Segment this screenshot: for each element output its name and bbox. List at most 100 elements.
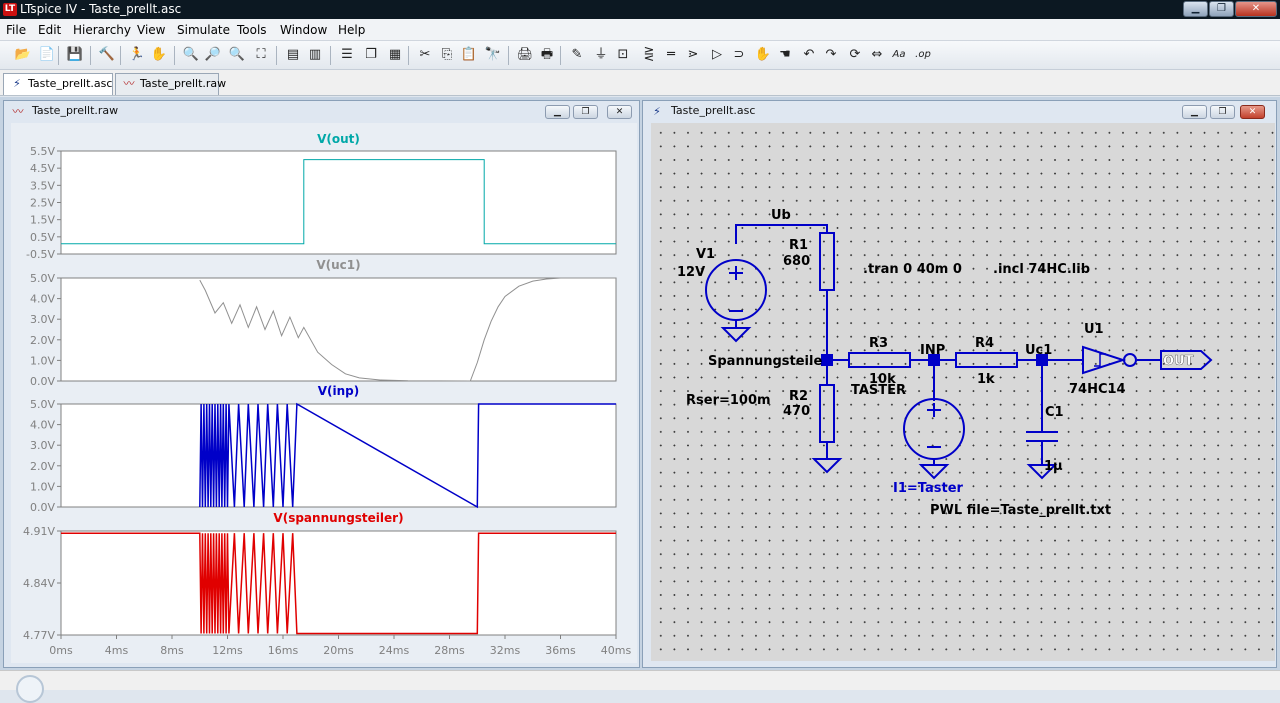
waveform-window-titlebar[interactable]: 〰 Taste_prellt.raw ▁ ❐ ✕ [4, 101, 639, 123]
x-tick-label: 36ms [545, 644, 576, 657]
resistor-r3[interactable] [848, 352, 911, 368]
voltage-source-v1[interactable] [705, 259, 767, 328]
label-r4: R4 [975, 336, 994, 351]
spice-directive-incl[interactable]: .incl 74HC.lib [993, 262, 1090, 277]
net-label-out[interactable] [1160, 350, 1213, 370]
part-u1: 74HC14 [1069, 382, 1126, 397]
x-tick-label: 24ms [379, 644, 410, 657]
menu-tools[interactable]: Tools [237, 23, 267, 37]
menu-view[interactable]: View [137, 23, 166, 37]
label-c1: C1 [1045, 405, 1064, 420]
copy-icon[interactable]: ⎘ [441, 47, 453, 62]
find-icon[interactable]: 🔭 [484, 47, 502, 62]
tab-label: Taste_prellt.asc [28, 77, 113, 90]
pan-icon[interactable]: 🔎 [204, 47, 222, 62]
control-panel-icon[interactable]: 🔨 [98, 47, 116, 62]
restore-button[interactable]: ❐ [573, 105, 598, 119]
toolbar-separator [408, 46, 409, 65]
toolbar-separator [90, 46, 91, 65]
minimize-button[interactable]: ▁ [1182, 105, 1207, 119]
trace-v-uc1[interactable] [199, 277, 616, 382]
menu-edit[interactable]: Edit [38, 23, 62, 37]
run-icon[interactable]: 🏃 [128, 47, 146, 62]
trace-v-spannungsteiler[interactable] [61, 532, 616, 635]
component-icon[interactable]: ⊃ [733, 47, 745, 62]
autorange-icon[interactable]: ▤ [286, 47, 300, 62]
schematic-drawing[interactable]: Ub V1 12V R1 680 .tran 0 40m 0 .incl 74H… [651, 123, 1275, 661]
tile-vertical-icon[interactable]: ▦ [388, 47, 402, 62]
print-setup-icon[interactable]: 🖨 [516, 47, 534, 62]
label-u1: U1 [1084, 322, 1104, 337]
ground-icon[interactable]: ⏚ [594, 47, 608, 62]
resistor-r4[interactable] [955, 352, 1018, 368]
cut-icon[interactable]: ✂ [419, 47, 431, 62]
tab-waveform[interactable]: 〰 Taste_prellt.raw [115, 73, 226, 95]
halt-icon[interactable]: ✋ [150, 47, 168, 62]
mirror-icon[interactable]: ⇔ [871, 47, 883, 62]
maximize-button[interactable]: ❐ [1209, 1, 1234, 17]
inductor-icon[interactable]: ⋗ [687, 47, 699, 62]
redo-icon[interactable]: ↷ [825, 47, 837, 62]
capacitor-icon[interactable]: ═ [667, 47, 675, 62]
diode-icon[interactable]: ▷ [712, 47, 722, 62]
zoom-fit-icon[interactable]: ⛶ [256, 47, 266, 62]
save-icon[interactable]: 💾 [66, 47, 84, 62]
trace-title-v-out[interactable]: V(out) [317, 132, 360, 146]
menu-hierarchy[interactable]: Hierarchy [73, 23, 132, 37]
tile-horizontal-icon[interactable]: ☰ [341, 47, 353, 62]
drag-icon[interactable]: ☚ [779, 47, 791, 62]
spice-directive-icon[interactable]: .op [915, 49, 931, 60]
text-icon[interactable]: Aa [892, 49, 906, 60]
schematic-icon: ⚡ [653, 105, 661, 118]
rotate-icon[interactable]: ⟳ [849, 47, 861, 62]
plot-pane-v-inp[interactable] [60, 403, 617, 508]
close-button[interactable]: ✕ [1240, 105, 1265, 119]
plot-pane-v-out[interactable] [60, 150, 617, 255]
menu-simulate[interactable]: Simulate [177, 23, 231, 37]
inverter-u1[interactable] [1082, 345, 1137, 375]
paste-icon[interactable]: 📋 [460, 47, 478, 62]
resistor-icon[interactable]: ⋛ [643, 47, 655, 62]
minimize-button[interactable]: ▁ [1183, 1, 1208, 17]
label-icon[interactable]: ⊡ [617, 47, 629, 62]
tab-schematic[interactable]: ⚡ Taste_prellt.asc [3, 73, 113, 95]
close-button[interactable]: ✕ [607, 105, 632, 119]
zoom-out-icon[interactable]: 🔍 [228, 47, 246, 62]
resistor-r2[interactable] [819, 384, 835, 443]
trace-v-out[interactable] [61, 159, 616, 245]
capacitor-c1[interactable] [1026, 431, 1058, 442]
waveform-plots[interactable]: V(out)5.5V4.5V3.5V2.5V1.5V0.5V-0.5VV(uc1… [11, 123, 637, 663]
restore-button[interactable]: ❐ [1210, 105, 1235, 119]
open-icon[interactable]: 📂 [14, 47, 32, 62]
toolbar-separator [508, 46, 509, 65]
new-schematic-icon[interactable]: 📄 [38, 47, 56, 62]
schematic-window-titlebar[interactable]: ⚡ Taste_prellt.asc ▁ ❐ ✕ [643, 101, 1276, 123]
spice-directive-tran[interactable]: .tran 0 40m 0 [863, 262, 962, 277]
plot-pane-v-spannungsteiler[interactable] [60, 530, 617, 636]
cascade-icon[interactable]: ❐ [365, 47, 377, 62]
zoom-in-icon[interactable]: 🔍 [182, 47, 200, 62]
menu-help[interactable]: Help [338, 23, 366, 37]
minimize-button[interactable]: ▁ [545, 105, 570, 119]
resistor-r1[interactable] [819, 232, 835, 291]
trace-title-v-spannungsteiler[interactable]: V(spannungsteiler) [273, 511, 403, 525]
schematic-canvas[interactable]: Ub V1 12V R1 680 .tran 0 40m 0 .incl 74H… [651, 123, 1275, 661]
plot-pane-v-uc1[interactable] [60, 277, 617, 382]
junction-dots [821, 354, 1048, 366]
menu-file[interactable]: File [6, 23, 27, 37]
undo-icon[interactable]: ↶ [803, 47, 815, 62]
current-source-i1[interactable] [903, 398, 965, 460]
wire-icon[interactable]: ✎ [571, 47, 583, 62]
trace-title-v-inp[interactable]: V(inp) [318, 384, 360, 398]
move-icon[interactable]: ✋ [754, 47, 772, 62]
ground-icon [720, 327, 1058, 480]
schematic-window[interactable]: ⚡ Taste_prellt.asc ▁ ❐ ✕ [642, 100, 1277, 668]
trace-title-v-uc1[interactable]: V(uc1) [316, 258, 360, 272]
close-button[interactable]: ✕ [1235, 1, 1277, 17]
menu-window[interactable]: Window [280, 23, 328, 37]
cancel-zoom-icon[interactable]: ▥ [308, 47, 322, 62]
print-icon[interactable]: 🖶 [540, 47, 554, 62]
trace-v-inp[interactable] [199, 402, 616, 509]
